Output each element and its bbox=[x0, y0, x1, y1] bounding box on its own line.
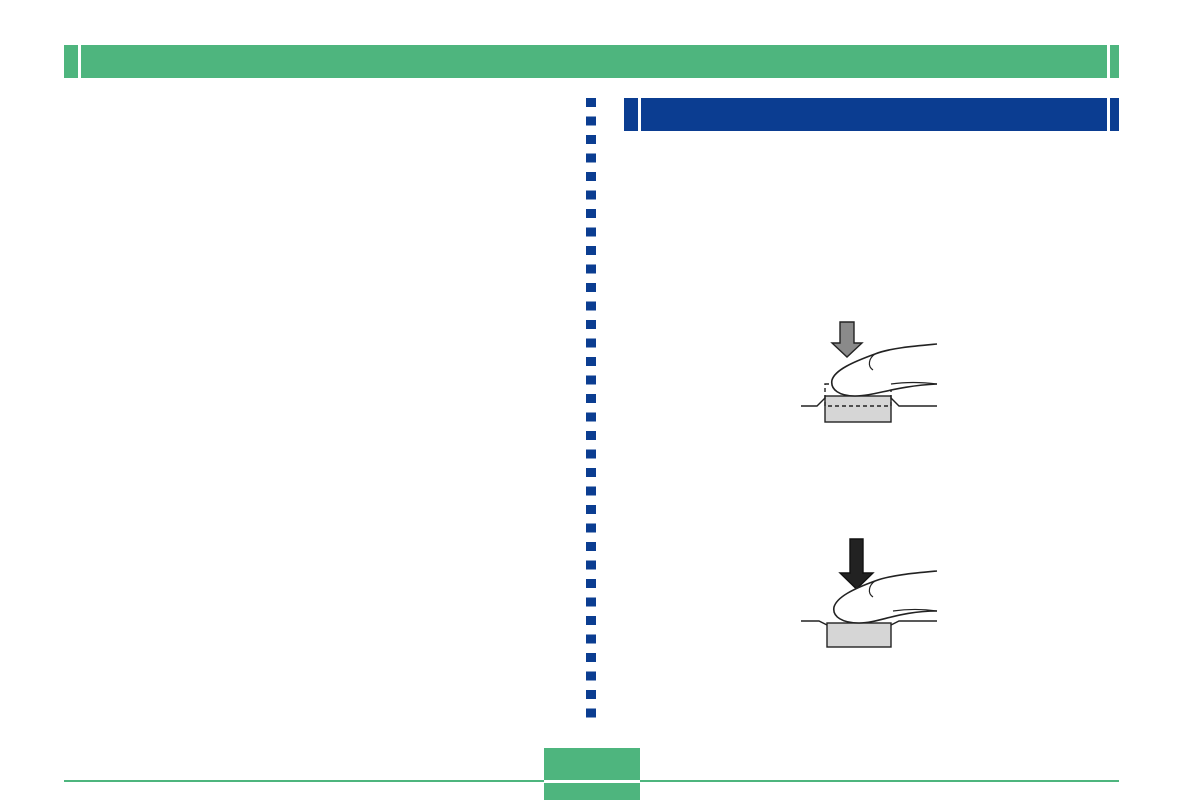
page-tab-gap bbox=[544, 780, 640, 783]
section-heading-bar bbox=[624, 98, 1119, 131]
fingernail-icon bbox=[868, 580, 876, 598]
camera-body-surface bbox=[801, 397, 937, 407]
fingernail-icon bbox=[868, 353, 876, 371]
section-bar-notch-right bbox=[1107, 98, 1110, 131]
half-press-illustration bbox=[801, 321, 938, 423]
shutter-button bbox=[824, 395, 892, 423]
column-divider bbox=[586, 98, 596, 722]
header-bar-notch-right bbox=[1107, 45, 1110, 78]
full-press-illustration bbox=[801, 538, 938, 648]
page-header-bar bbox=[64, 45, 1119, 78]
button-outline-dashed bbox=[824, 383, 892, 407]
camera-body-surface bbox=[801, 620, 937, 626]
down-arrow-icon bbox=[830, 321, 864, 358]
header-bar-notch-left bbox=[78, 45, 81, 78]
page-number-tab bbox=[544, 748, 640, 800]
shutter-button bbox=[826, 622, 892, 648]
down-arrow-icon bbox=[838, 538, 875, 590]
section-bar-notch-left bbox=[638, 98, 641, 131]
